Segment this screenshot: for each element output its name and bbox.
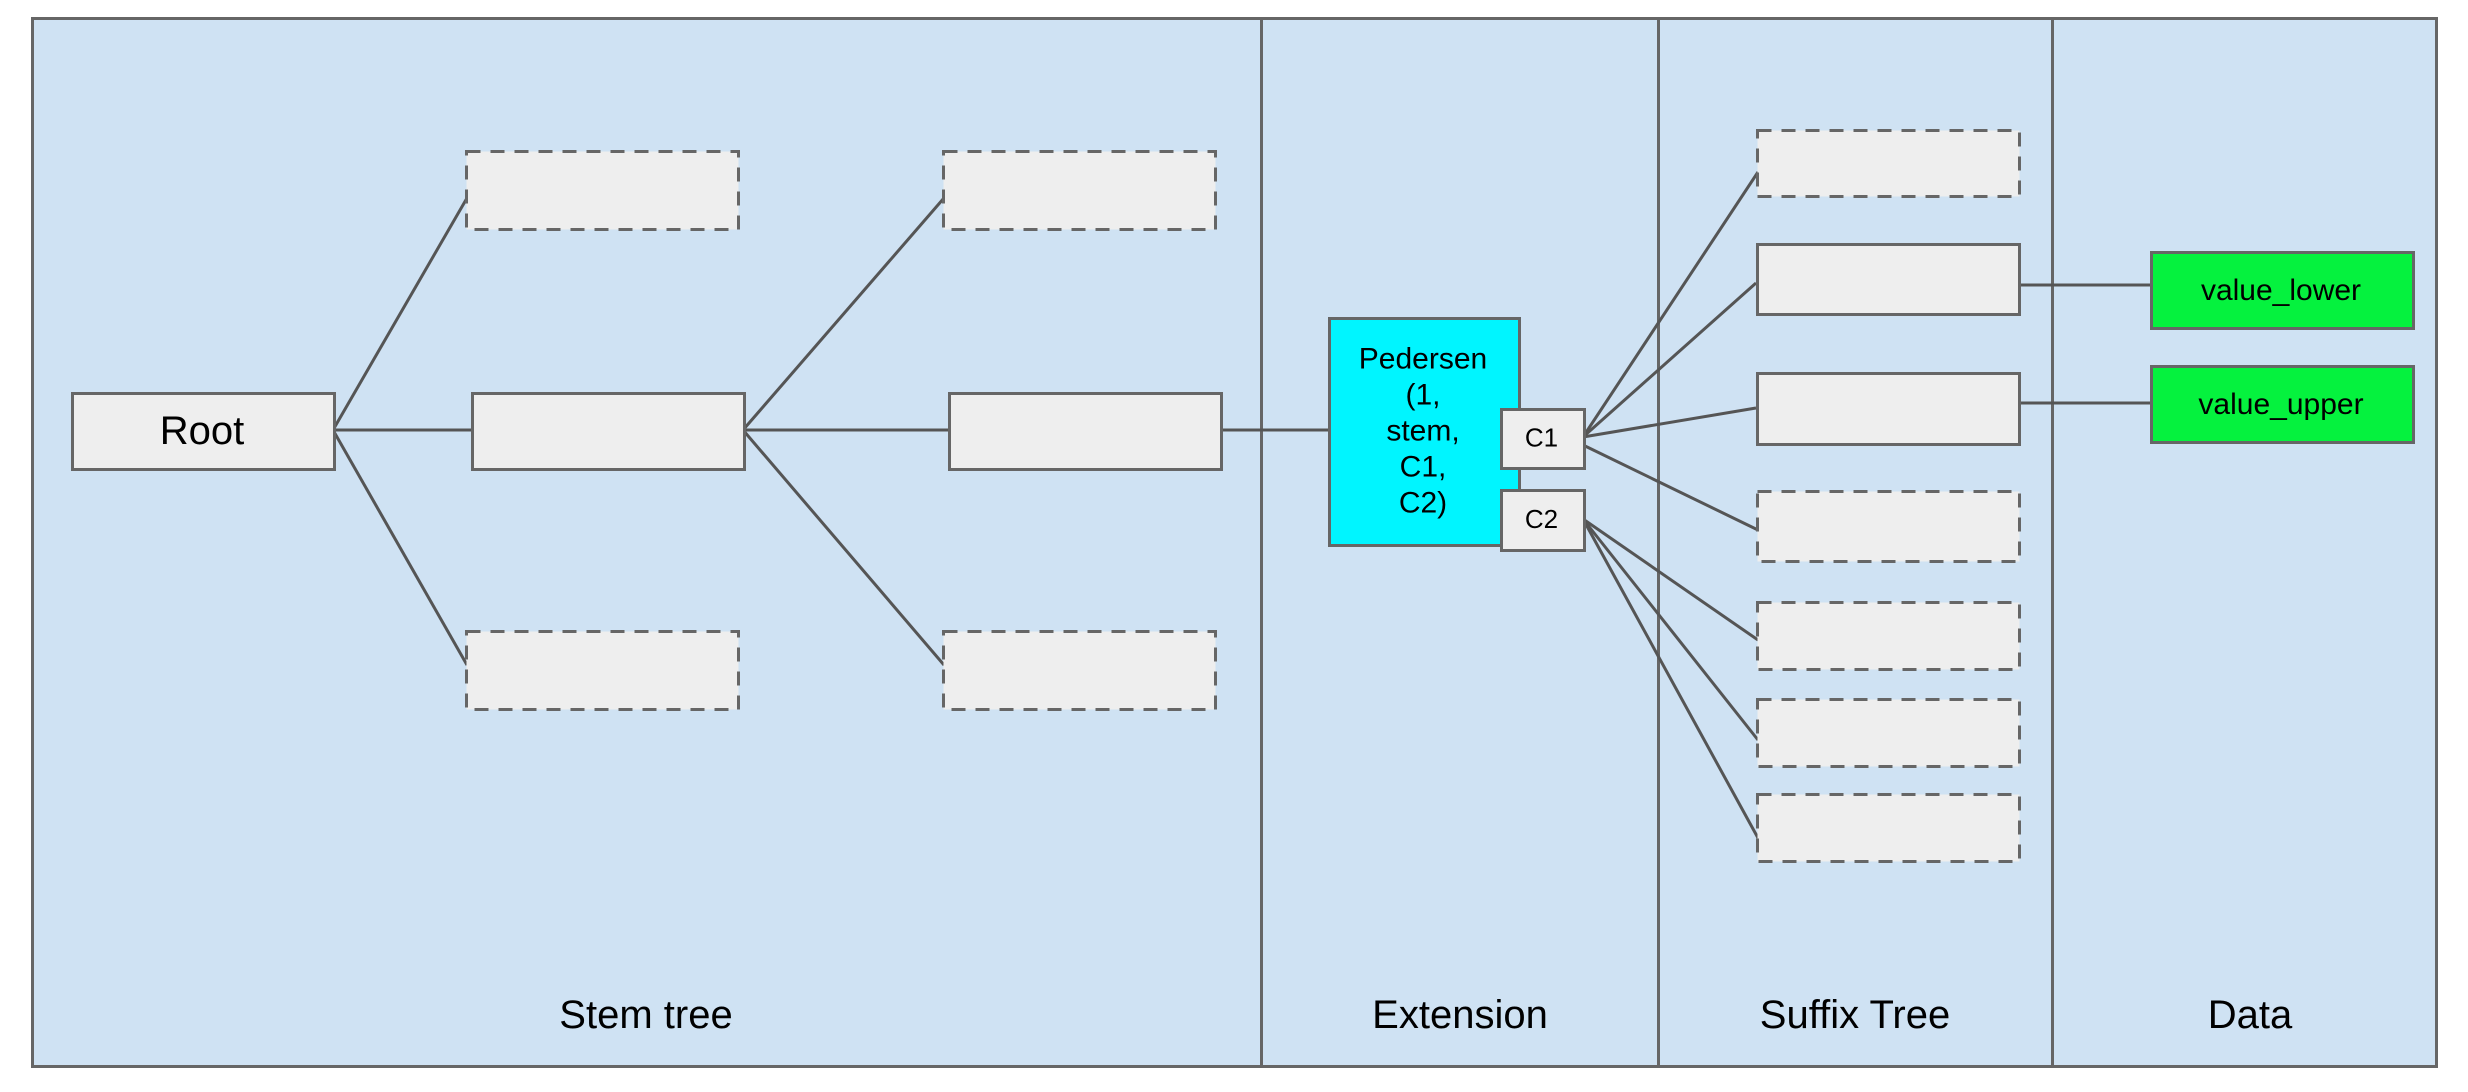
lane-label-stem_tree: Stem tree [559, 993, 732, 1037]
stem-node-l2-top-box [942, 150, 1217, 231]
suffix-node-5-box [1756, 601, 2021, 671]
child-node-c2[interactable]: C2 [1500, 489, 1586, 552]
pedersen-commitment-node-line-2: (1, [1405, 379, 1440, 412]
stem-node-l2-top[interactable] [942, 150, 1217, 231]
pedersen-commitment-node-line-5: C2) [1399, 487, 1447, 520]
edge-c2-to-suffix-5 [1582, 517, 1759, 642]
suffix-node-1[interactable] [1756, 129, 2021, 198]
edge-c1-to-suffix-2 [1582, 281, 1757, 439]
lane-label-extension: Extension [1372, 993, 1548, 1037]
lane-label-data: Data [2208, 993, 2293, 1037]
lane-label-suffix_tree: Suffix Tree [1760, 993, 1950, 1037]
edge-root-to-l1-top [331, 197, 469, 431]
edge-c2-to-suffix-7 [1581, 518, 1760, 839]
root-node-label: Root [160, 409, 245, 453]
suffix-node-1-box [1756, 129, 2021, 198]
suffix-node-4-box [1756, 490, 2021, 563]
stem-node-l1-bottom-box [465, 630, 740, 711]
root-node[interactable]: Root [71, 392, 336, 471]
pedersen-commitment-node-line-1: Pedersen [1359, 343, 1487, 376]
suffix-node-5[interactable] [1756, 601, 2021, 671]
stem-node-l2-bottom-box [942, 630, 1217, 711]
stem-node-l1-top-box [465, 150, 740, 231]
lane-label-layer: Stem tree Extension Suffix Tree Data [559, 993, 2293, 1037]
pedersen-commitment-node-line-4: C1, [1400, 451, 1447, 484]
root-node-box [71, 392, 336, 471]
value-lower-node-label: value_lower [2201, 274, 2361, 307]
stem-node-l1-bottom[interactable] [465, 630, 740, 711]
suffix-node-3[interactable] [1756, 372, 2021, 446]
stem-node-l2-middle[interactable] [948, 392, 1223, 471]
stem-node-l1-top[interactable] [465, 150, 740, 231]
pedersen-commitment-node-box [1328, 317, 1521, 547]
edge-l1-to-l2-top [741, 197, 946, 431]
edge-c2-to-suffix-6 [1581, 518, 1760, 741]
edge-c1-to-suffix-1 [1581, 171, 1760, 438]
suffix-node-3-box [1756, 372, 2021, 446]
suffix-node-6-box [1756, 698, 2021, 768]
stem-node-l2-middle-box [948, 392, 1223, 471]
pedersen-commitment-node[interactable]: Pedersen(1,stem,C1,C2) [1328, 317, 1521, 547]
child-node-c2-box [1500, 489, 1586, 552]
stem-node-l1-middle-box [471, 392, 746, 471]
child-node-c1-box [1500, 408, 1586, 470]
edge-c1-to-suffix-3 [1582, 406, 1757, 439]
suffix-node-2-box [1756, 243, 2021, 316]
child-node-c2-label: C2 [1525, 504, 1558, 534]
suffix-node-6[interactable] [1756, 698, 2021, 768]
pedersen-commitment-node-line-3: stem, [1386, 415, 1459, 448]
suffix-node-7-box [1756, 793, 2021, 863]
value-upper-node[interactable]: value_upper [2150, 365, 2415, 444]
stem-node-l2-bottom[interactable] [942, 630, 1217, 711]
edge-layer [331, 171, 2150, 839]
node-layer: RootPedersen(1,stem,C1,C2)C1C2value_lowe… [71, 129, 2415, 863]
suffix-node-2[interactable] [1756, 243, 2021, 316]
suffix-node-7[interactable] [1756, 793, 2021, 863]
edge-root-to-l1-bottom [331, 429, 469, 666]
edge-c1-to-suffix-4 [1582, 443, 1759, 532]
suffix-node-4[interactable] [1756, 490, 2021, 563]
value-lower-node[interactable]: value_lower [2150, 251, 2415, 330]
lane-panels [31, 17, 2438, 1068]
lane-panel-data [2051, 17, 2438, 1068]
value-upper-node-label: value_upper [2198, 388, 2363, 421]
value-upper-node-box [2150, 365, 2415, 444]
child-node-c1-label: C1 [1525, 423, 1558, 453]
value-lower-node-box [2150, 251, 2415, 330]
edge-l1-to-l2-bottom [741, 429, 946, 666]
child-node-c1[interactable]: C1 [1500, 408, 1586, 470]
stem-node-l1-middle[interactable] [471, 392, 746, 471]
